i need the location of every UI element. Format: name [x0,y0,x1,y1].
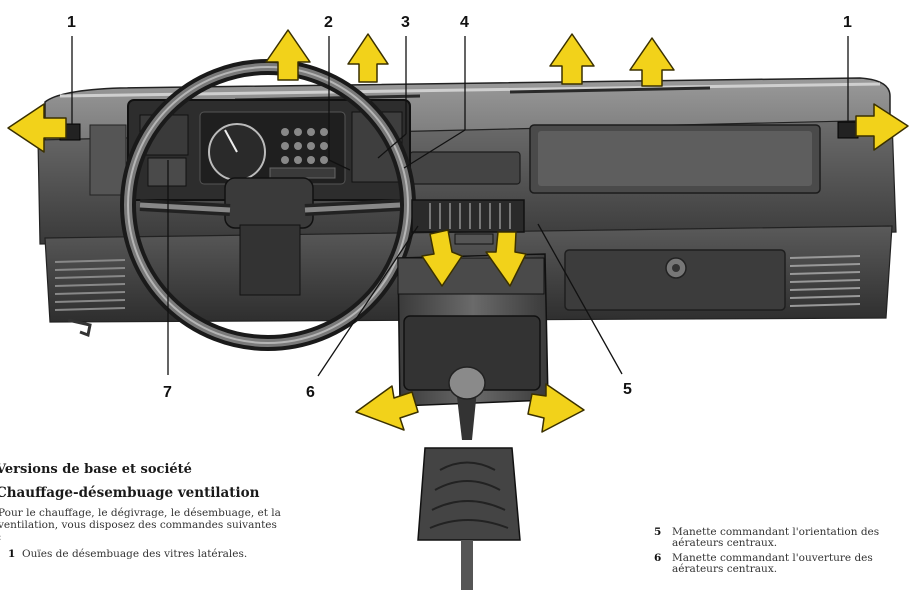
callout-7: 7 [163,384,172,401]
section-heading: Versions de base et société [0,462,192,477]
left-text-column: Versions de base et société Chauffage-dé… [0,462,282,560]
list-item-text-line2: aérateurs centraux. [672,537,778,549]
list-item-text-line1: Manette commandant l'ouverture des [672,552,873,564]
subsection-heading: Chauffage-désembuage ventilation [0,485,260,501]
right-text-column: 5 Manette commandant l'orientation des aé… [654,527,912,579]
callout-2: 2 [324,14,333,31]
callout-6: 6 [306,384,315,401]
list-item-text-line2: aérateurs centraux. [672,563,778,575]
list-item: 6 Manette commandant l'ouverture des aéra… [654,553,912,575]
callout-3: 3 [401,14,410,31]
callout-4: 4 [460,14,469,31]
list-item-text-line1: Manette commandant l'orientation des [672,527,880,538]
list-item: 5 Manette commandant l'orientation des aé… [654,527,912,549]
callout-1-left: 1 [67,14,76,31]
list-item-number: 1 [8,548,16,560]
list-item-number: 6 [654,552,662,564]
intro-paragraph: Pour le chauffage, le dégivrage, le dése… [0,507,281,543]
list-item-text: Ouïes de désembuage des vitres latérales… [22,548,248,560]
list-item: 1 Ouïes de désembuage des vitres latérale… [0,548,282,560]
callout-5: 5 [623,381,632,398]
list-item-number: 5 [654,527,662,538]
callout-1-right: 1 [843,14,852,31]
